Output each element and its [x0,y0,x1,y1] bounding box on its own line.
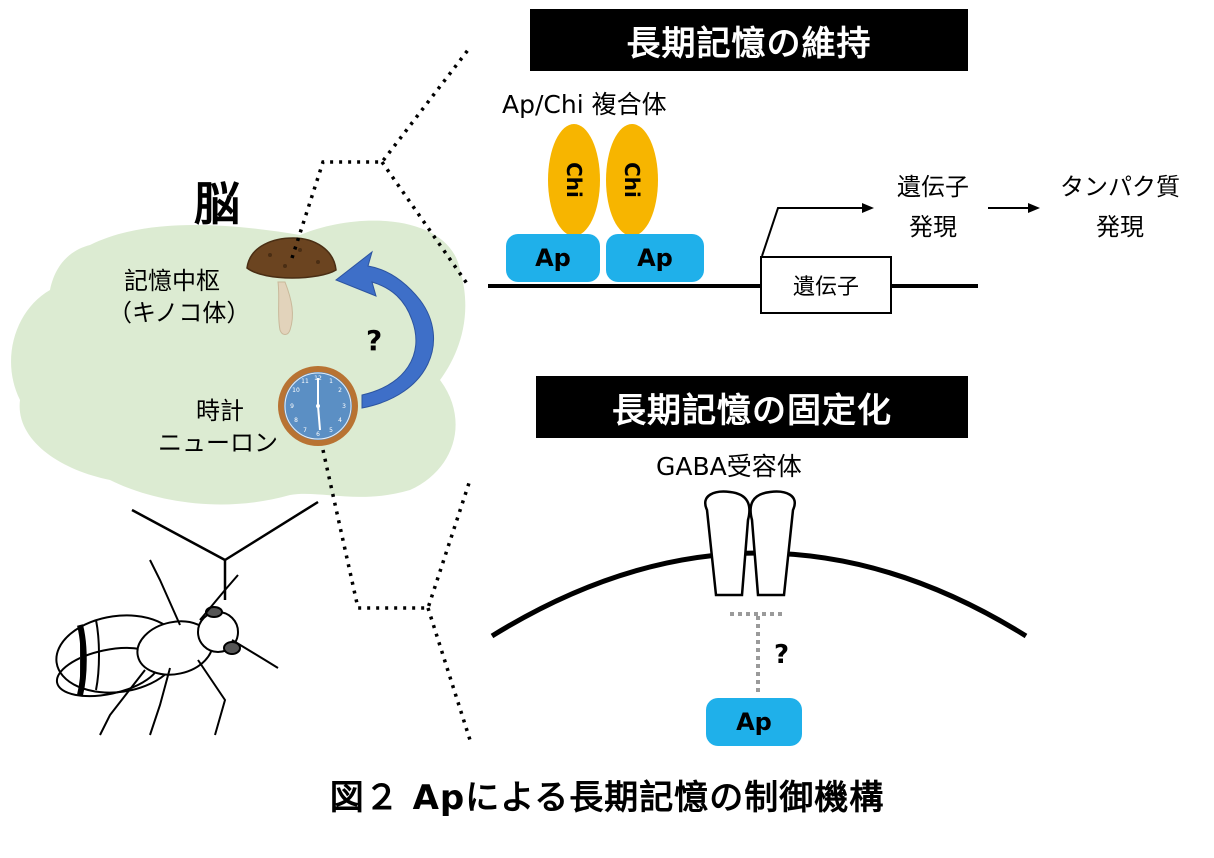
svg-text:2: 2 [338,387,342,394]
gene-expression-label-2: 発現 [909,213,957,241]
ap-protein-3: Ap [706,698,802,746]
figure-caption: 図２ Apによる長期記憶の制御機構 [329,778,885,818]
svg-text:5: 5 [329,427,333,434]
curved-arrow-icon [335,250,435,409]
mushroom-body-icon [246,237,337,335]
transcription-arrow [761,207,866,257]
brain-shape [11,220,466,505]
chi-label-2: Chi [620,162,644,198]
svg-text:1: 1 [329,378,333,385]
svg-text:11: 11 [301,378,309,385]
svg-text:6: 6 [316,431,320,438]
protein-expression-label-1: タンパク質 [1060,173,1180,201]
gene-box: 遺伝子 [760,256,892,314]
clock-neuron-label: ニューロン [158,429,278,457]
memory-center-label: 記憶中枢 [124,267,220,295]
gene-expression-label-1: 遺伝子 [897,173,969,201]
zoom-lines [290,48,472,741]
ap-protein-1: Ap [506,234,600,282]
svg-text:9: 9 [290,403,294,410]
chi-label-1: Chi [562,162,586,198]
chi-protein-1: Chi [548,124,600,236]
inhibition-line [730,612,786,696]
svg-text:3: 3 [342,403,346,410]
chi-protein-2: Chi [606,124,658,236]
gaba-receptor-label: GABA受容体 [656,452,802,481]
svg-text:7: 7 [303,427,307,434]
brain-title: 脳 [194,177,240,231]
consolidation-question-mark: ? [774,640,790,670]
mushroom-body-label: （キノコ体） [108,299,251,327]
brain-question-mark: ? [366,324,383,357]
clock-label: 時計 [196,397,244,425]
maintenance-title: 長期記憶の維持 [530,9,968,71]
fly-pointer-lines [131,500,319,600]
gaba-receptor-icon [704,490,796,597]
fruit-fly-icon [55,559,279,736]
protein-expression-label-2: 発現 [1096,213,1144,241]
svg-text:4: 4 [338,417,342,424]
svg-text:10: 10 [292,387,300,394]
ap-protein-2: Ap [606,234,704,282]
svg-text:8: 8 [294,417,298,424]
complex-label: Ap/Chi 複合体 [502,90,667,119]
consolidation-title: 長期記憶の固定化 [536,376,968,438]
